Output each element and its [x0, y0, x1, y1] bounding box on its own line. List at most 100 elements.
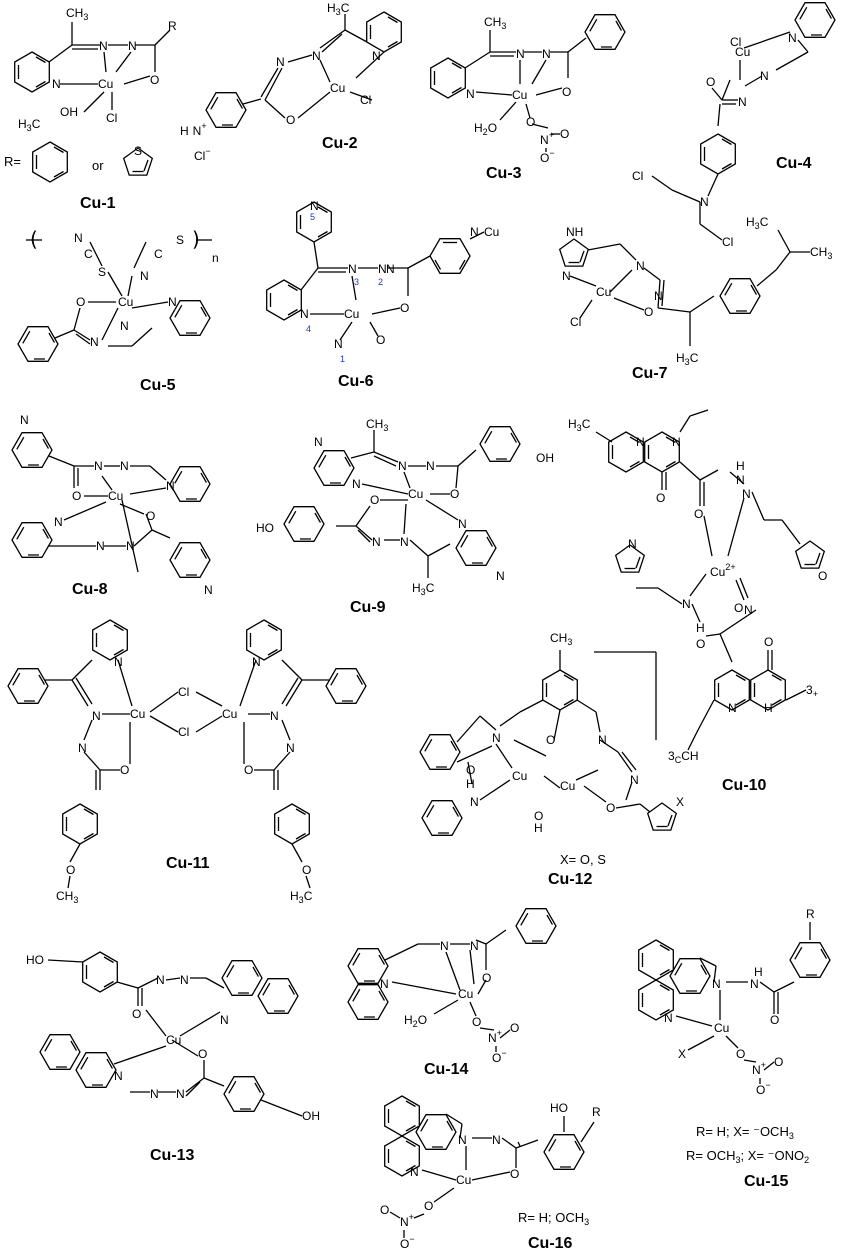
- atom-label: N: [378, 262, 387, 276]
- atom-label: O: [606, 801, 615, 815]
- compound-label: Cu-10: [722, 777, 767, 794]
- atom-label: O−: [756, 1080, 771, 1097]
- atom-label: N: [470, 939, 479, 953]
- atom-label: O: [132, 1007, 141, 1021]
- atom-label: N: [168, 295, 177, 309]
- atom-label: N: [630, 773, 639, 787]
- compound-label: Cu-12: [548, 871, 593, 888]
- atom-label: Cl: [360, 93, 371, 107]
- atom-label: H3C: [18, 117, 41, 133]
- atom-label: O: [510, 1167, 519, 1181]
- atom-label: N: [352, 477, 361, 491]
- atom-label: N: [166, 479, 175, 493]
- compound-cu-16: HO R N N N O O N+ O O− Cu R= H; OCH3 Cu-…: [380, 1095, 601, 1252]
- atom-label: N: [334, 337, 343, 351]
- atom-label: N: [426, 459, 435, 473]
- atom-label: X: [678, 1047, 686, 1061]
- atom-label: N: [310, 199, 319, 213]
- atom-label: N: [94, 459, 103, 473]
- atom-label: N: [52, 77, 61, 91]
- atom-label: H3C: [746, 215, 769, 231]
- atom-label: Cl: [570, 315, 581, 329]
- atom-label: N: [92, 709, 101, 723]
- atom-label: N: [654, 289, 663, 303]
- atom-label: N: [286, 741, 295, 755]
- atom-label: N: [140, 269, 149, 283]
- atom-label: H3C: [412, 581, 435, 597]
- atom-label: Cl: [730, 35, 741, 49]
- atom-label: N: [542, 47, 551, 61]
- atom-label: N: [99, 39, 108, 53]
- compound-label: Cu-3: [486, 165, 522, 182]
- atom-label: R: [806, 907, 815, 921]
- cu-center: Cu: [735, 45, 750, 59]
- atom-label: N: [458, 1133, 467, 1147]
- r-group-label: R=: [4, 154, 21, 169]
- atom-label: OH: [536, 451, 554, 465]
- atom-label: O: [302, 863, 311, 877]
- atom-label: O−: [540, 148, 555, 165]
- atom-label: N: [470, 795, 479, 809]
- atom-label: HO: [550, 1101, 568, 1115]
- compound-cu-3: CH3 N N N O Cu H2O O N+ O O− Cu-3: [430, 5, 631, 182]
- atom-label: N: [712, 977, 721, 991]
- atom-label: N: [96, 539, 105, 553]
- atom-label: R: [168, 19, 177, 33]
- atom-label: O: [370, 493, 379, 507]
- atom-label: H2O: [404, 1013, 427, 1029]
- atom-label: N: [78, 741, 87, 755]
- atom-label: N: [492, 731, 501, 745]
- atom-locant: 1: [340, 354, 345, 364]
- atom-label: H: [764, 701, 773, 715]
- atom-label: N: [598, 733, 607, 747]
- cu-center: Cu: [222, 707, 237, 721]
- atom-label: HO: [256, 521, 274, 535]
- atom-label: O: [472, 1015, 481, 1029]
- atom-label: N: [516, 47, 525, 61]
- atom-label: CH3: [484, 15, 506, 31]
- compound-cu-7: NH N N N Cl O H3C H3C CH3 Cu Cu-7: [559, 215, 832, 382]
- atom-label: N: [672, 435, 681, 449]
- atom-label: N: [372, 535, 381, 549]
- atom-label: CH3: [366, 417, 388, 433]
- atom-label: N: [300, 307, 309, 321]
- atom-label: H2O: [474, 121, 497, 137]
- atom-label: C: [154, 247, 163, 261]
- cu-center: Cu: [166, 1033, 181, 1047]
- atom-label: N: [682, 597, 691, 611]
- atom-label: O: [198, 1047, 207, 1061]
- atom-label: OH: [60, 105, 78, 119]
- atom-label: Cl: [722, 235, 733, 249]
- atom-label: O: [76, 295, 85, 309]
- atom-label: n: [212, 251, 219, 265]
- atom-label: N: [738, 95, 747, 109]
- atom-label: N+: [752, 1060, 766, 1077]
- atom-label: N: [628, 537, 637, 551]
- atom-label: N: [312, 49, 321, 63]
- compound-label: Cu-13: [150, 1147, 195, 1164]
- atom-label: N: [386, 262, 395, 276]
- atom-label: N: [176, 1087, 185, 1101]
- compound-cu-11: N N N O Cl Cl N N N O O CH3 O H3C Cu Cu …: [2, 619, 372, 905]
- compound-label: Cu-9: [350, 599, 386, 616]
- atom-label: N: [470, 225, 479, 239]
- atom-label: O: [526, 115, 535, 129]
- atom-label: N: [440, 939, 449, 953]
- compound-cu-15: R N H N N O X O N+ O O− Cu R= H; X= ⁻OCH…: [638, 907, 836, 1190]
- atom-label: N: [270, 709, 279, 723]
- atom-label: HO: [26, 953, 44, 967]
- atom-label: N+: [540, 130, 554, 147]
- compound-cu-6: N 5 N N 3 N 2 O N 4 N 1 O N Cu Cu Cu-6: [266, 199, 499, 390]
- polymer-bracket-left: (: [30, 227, 38, 251]
- atom-label: N: [736, 473, 745, 487]
- atom-label: N: [788, 31, 797, 45]
- atom-label: S: [134, 144, 142, 158]
- compound-label: Cu-15: [744, 1173, 789, 1190]
- atom-label: O: [736, 1047, 745, 1061]
- atom-label: N: [372, 49, 381, 63]
- atom-label: N: [128, 39, 137, 53]
- atom-label: N+: [400, 1212, 414, 1229]
- atom-label: O−: [400, 1234, 415, 1251]
- atom-label: O: [734, 601, 743, 615]
